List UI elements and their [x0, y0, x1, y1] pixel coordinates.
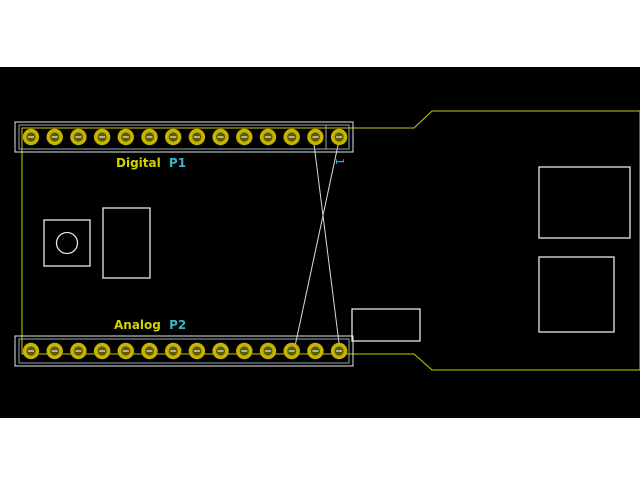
header-pad[interactable] [283, 342, 300, 360]
pad-net-mark [99, 136, 106, 138]
pcb-board-view[interactable]: Digital P1 Analog P2 1 [0, 67, 640, 418]
header-p1-courtyard [14, 121, 354, 153]
svg-text:Digital P1: Digital P1 [116, 156, 186, 170]
pad-net-mark [75, 136, 82, 138]
header-pad[interactable] [117, 342, 134, 360]
pad-net-mark [241, 350, 248, 352]
header-pad[interactable] [236, 342, 253, 360]
header-pad[interactable] [70, 342, 87, 360]
header-pad[interactable] [22, 342, 40, 360]
header-pad[interactable] [46, 128, 63, 146]
header-pad[interactable] [236, 128, 253, 146]
pad-net-mark [170, 136, 177, 138]
power-connector-footprint[interactable] [538, 256, 615, 333]
header-pad[interactable] [188, 128, 206, 146]
header-pad[interactable] [307, 342, 324, 360]
pad-net-mark [217, 350, 224, 352]
header-p2-value-label: Analog [114, 318, 161, 332]
pad-net-mark [122, 136, 129, 138]
header-p1-reference-label: P1 [169, 156, 186, 170]
pcb-canvas[interactable]: Digital P1 Analog P2 1 [0, 67, 640, 418]
svg-text:Analog P2: Analog P2 [114, 318, 186, 332]
header-pad[interactable] [70, 128, 87, 146]
pad-net-mark [170, 350, 177, 352]
pad-net-mark [288, 136, 295, 138]
header-pad[interactable] [165, 342, 182, 360]
pad-net-mark [312, 136, 319, 138]
header-pad[interactable] [46, 342, 63, 360]
reset-button-circle [55, 231, 79, 255]
ratsnest-line [293, 135, 341, 352]
chip-footprint[interactable] [102, 207, 151, 279]
pad-net-mark [122, 350, 129, 352]
header-p2[interactable] [14, 335, 354, 367]
header-pad[interactable] [330, 342, 348, 360]
header-p1-value-label: Digital [116, 156, 161, 170]
pin1-marker: 1 [333, 158, 346, 165]
ratsnest-line [312, 135, 341, 352]
header-p1-pin1-box [325, 124, 350, 150]
pad-net-mark [75, 350, 82, 352]
pad-net-mark [265, 350, 271, 352]
pad-net-mark [217, 136, 224, 138]
header-pad[interactable] [117, 128, 134, 146]
header-pad[interactable] [283, 128, 300, 146]
header-pad[interactable] [259, 342, 277, 360]
pad-net-mark [193, 136, 200, 138]
header-pad[interactable] [330, 128, 348, 146]
header-pad[interactable] [212, 342, 229, 360]
header-pad[interactable] [165, 128, 182, 146]
header-pad[interactable] [93, 342, 111, 360]
header-p2-body [18, 338, 350, 364]
pad-net-mark [146, 350, 153, 352]
pad-net-mark [265, 136, 271, 138]
header-p2-courtyard [14, 335, 354, 367]
pad-net-mark [28, 350, 34, 352]
small-component-footprint[interactable] [351, 308, 421, 342]
reset-button-footprint[interactable] [43, 219, 91, 267]
pad-net-mark [146, 136, 153, 138]
header-p2-reference-label: P2 [169, 318, 186, 332]
header-pad[interactable] [141, 342, 158, 360]
pad-net-mark [312, 350, 319, 352]
pad-net-mark [336, 350, 343, 352]
header-pad[interactable] [212, 128, 229, 146]
pad-net-mark [288, 350, 295, 352]
header-pad[interactable] [307, 128, 324, 146]
pad-net-mark [51, 350, 58, 352]
header-pad[interactable] [22, 128, 40, 146]
header-pad[interactable] [188, 342, 206, 360]
pad-net-mark [336, 136, 343, 138]
pad-net-mark [28, 136, 34, 138]
pad-net-mark [193, 350, 200, 352]
header-pad[interactable] [259, 128, 277, 146]
pad-net-mark [241, 136, 248, 138]
pad-net-mark [51, 136, 58, 138]
usb-connector-footprint[interactable] [538, 166, 631, 239]
header-pad[interactable] [141, 128, 158, 146]
header-p1[interactable] [14, 121, 354, 153]
header-pad[interactable] [93, 128, 111, 146]
pad-net-mark [99, 350, 106, 352]
